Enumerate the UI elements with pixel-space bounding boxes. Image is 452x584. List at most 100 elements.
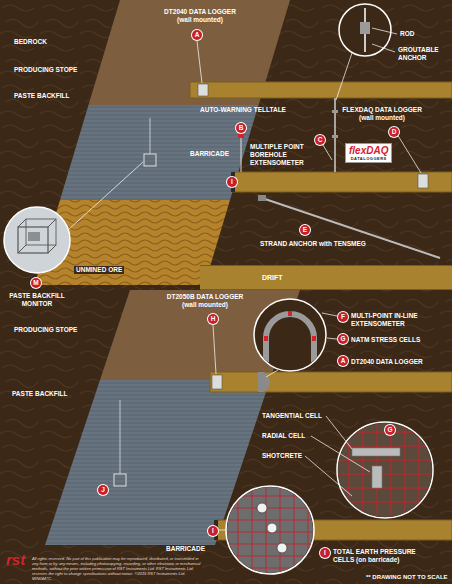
paste-backfill [60,105,259,200]
cable [120,400,121,474]
callout-letter: D [389,127,399,137]
part-label: BARRICADE [166,545,205,553]
leader-line [68,162,143,230]
drift [190,82,452,98]
groutable-anchor [360,22,370,34]
part-label: PASTE BACKFILL [14,92,70,100]
leader-line [326,416,352,449]
tensmeg [258,195,266,201]
part-label: STRAND ANCHOR with TENSMEG [260,240,366,248]
data-logger [418,174,428,188]
barricade-wall [226,486,316,576]
leader-line [336,53,352,100]
tunnel-face [258,372,270,392]
part-label: TOTAL EARTH PRESSURE CELLS (on barricade… [333,548,428,564]
pressure-cell [257,503,267,513]
stress-cell [312,336,316,341]
callout-letter: M [31,278,41,288]
callout-letter: I [227,177,237,187]
strand-anchor [262,198,440,258]
part-label: PRODUCING STOPE [14,66,77,74]
part-label: DT2040 DATA LOGGER (wall mounted) [160,8,240,24]
part-label: PRODUCING STOPE [14,326,77,334]
drift [210,372,452,392]
logo-box: flexDAQDATALOGGERS [345,143,392,163]
callout-letter: E [300,225,310,235]
part-label: MULTIPLE POINT BOREHOLE EXTENSOMETER [250,143,312,167]
barricade-detail [226,486,316,576]
callout-letter: I [320,548,330,558]
callout-letter: I [208,526,218,536]
leader-line [327,338,337,339]
part-label: MULTI-POINT IN-LINE EXTENSOMETER [351,312,446,328]
part-label: RADIAL CELL [262,432,305,440]
shotcrete [337,420,437,520]
cube-edges [18,219,56,253]
detail-circle [4,207,70,273]
leader-line [322,313,337,316]
telltale-flag [238,134,244,138]
part-label: PASTE BACKFILL [12,390,68,398]
telltale [241,134,242,172]
leader-line [219,530,226,531]
shotcrete-detail [337,420,437,520]
callout-letter: J [98,485,108,495]
node-text: DATALOGGERS [349,156,388,161]
part-label: NATM STRESS CELLS [351,336,420,344]
callout-letter: G [385,425,395,435]
monitor-unit [28,232,40,241]
callout-letter: F [338,312,348,322]
part-label: DT2040 DATA LOGGER [351,358,423,366]
natm-section [264,311,316,362]
callout-letter: G [338,334,348,344]
stress-cell [264,336,268,341]
node-text: flexDAQ [349,145,388,156]
backfill-monitor [114,474,126,486]
copyright-note: All rights reserved. No part of this pub… [32,556,202,581]
data-logger [198,84,208,96]
stress-cell [288,311,292,316]
rebar-grid [337,420,437,520]
leader-line [213,325,216,374]
radial-cell [372,466,382,488]
part-label: SHOTCRETE [262,452,302,460]
pressure-cell [277,543,287,553]
part-label: FLEXDAQ DATA LOGGER (wall mounted) [340,106,424,122]
drift-band: DRIFT [200,265,452,290]
part-label: AUTO-WARNING TELLTALE [200,106,286,114]
backfill-monitor [144,154,156,166]
leader-line [197,41,202,83]
part-label: GROUTABLE ANCHOR [398,46,446,62]
company-logo: rst [6,552,25,568]
callout-letter: A [192,30,202,40]
anchor [332,135,338,138]
callout-letter: C [315,135,325,145]
callout-letter: H [208,314,218,324]
scale-note: ** DRAWING NOT TO SCALE [366,573,448,581]
leader-line [311,436,370,472]
mesh [226,486,316,576]
data-logger [212,375,222,389]
drift [233,172,452,192]
anchor [332,110,338,113]
part-label: UNMINED ORE [74,266,124,274]
pressure-cell [267,523,277,533]
part-label: TANGENTIAL CELL [262,412,322,420]
leader-line [305,456,352,496]
part-label: DT2050B DATA LOGGER (wall mounted) [165,293,245,309]
leader-line [397,134,421,173]
callout-letter: B [236,123,246,133]
node-text: DRIFT [200,266,452,289]
cable [150,118,151,154]
tangential-cell [352,448,400,456]
part-label: BEDROCK [14,38,47,46]
part-label: ROD [400,30,414,38]
shotcrete-arch [266,314,314,362]
leader-line [372,44,395,52]
leader-line [372,28,397,34]
detail-circle [254,299,326,371]
callout-letter: A [338,356,348,366]
